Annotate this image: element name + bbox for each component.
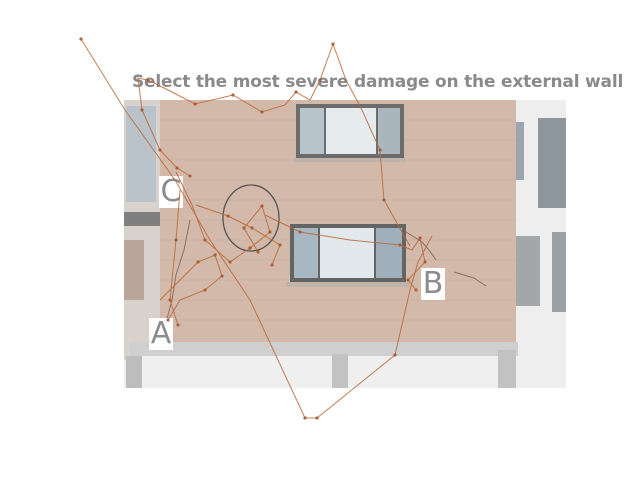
pillar: [332, 354, 348, 388]
option-a-label[interactable]: A: [149, 316, 173, 351]
option-c-label[interactable]: C: [159, 174, 183, 209]
pillar: [498, 350, 516, 388]
lower-window: [286, 224, 410, 287]
floor-slab: [130, 342, 518, 356]
upper-window: [294, 104, 406, 162]
wall-photo[interactable]: [124, 100, 566, 388]
pillar: [126, 356, 142, 388]
task-prompt: Select the most severe damage on the ext…: [132, 72, 624, 92]
option-b-label[interactable]: B: [421, 266, 445, 301]
